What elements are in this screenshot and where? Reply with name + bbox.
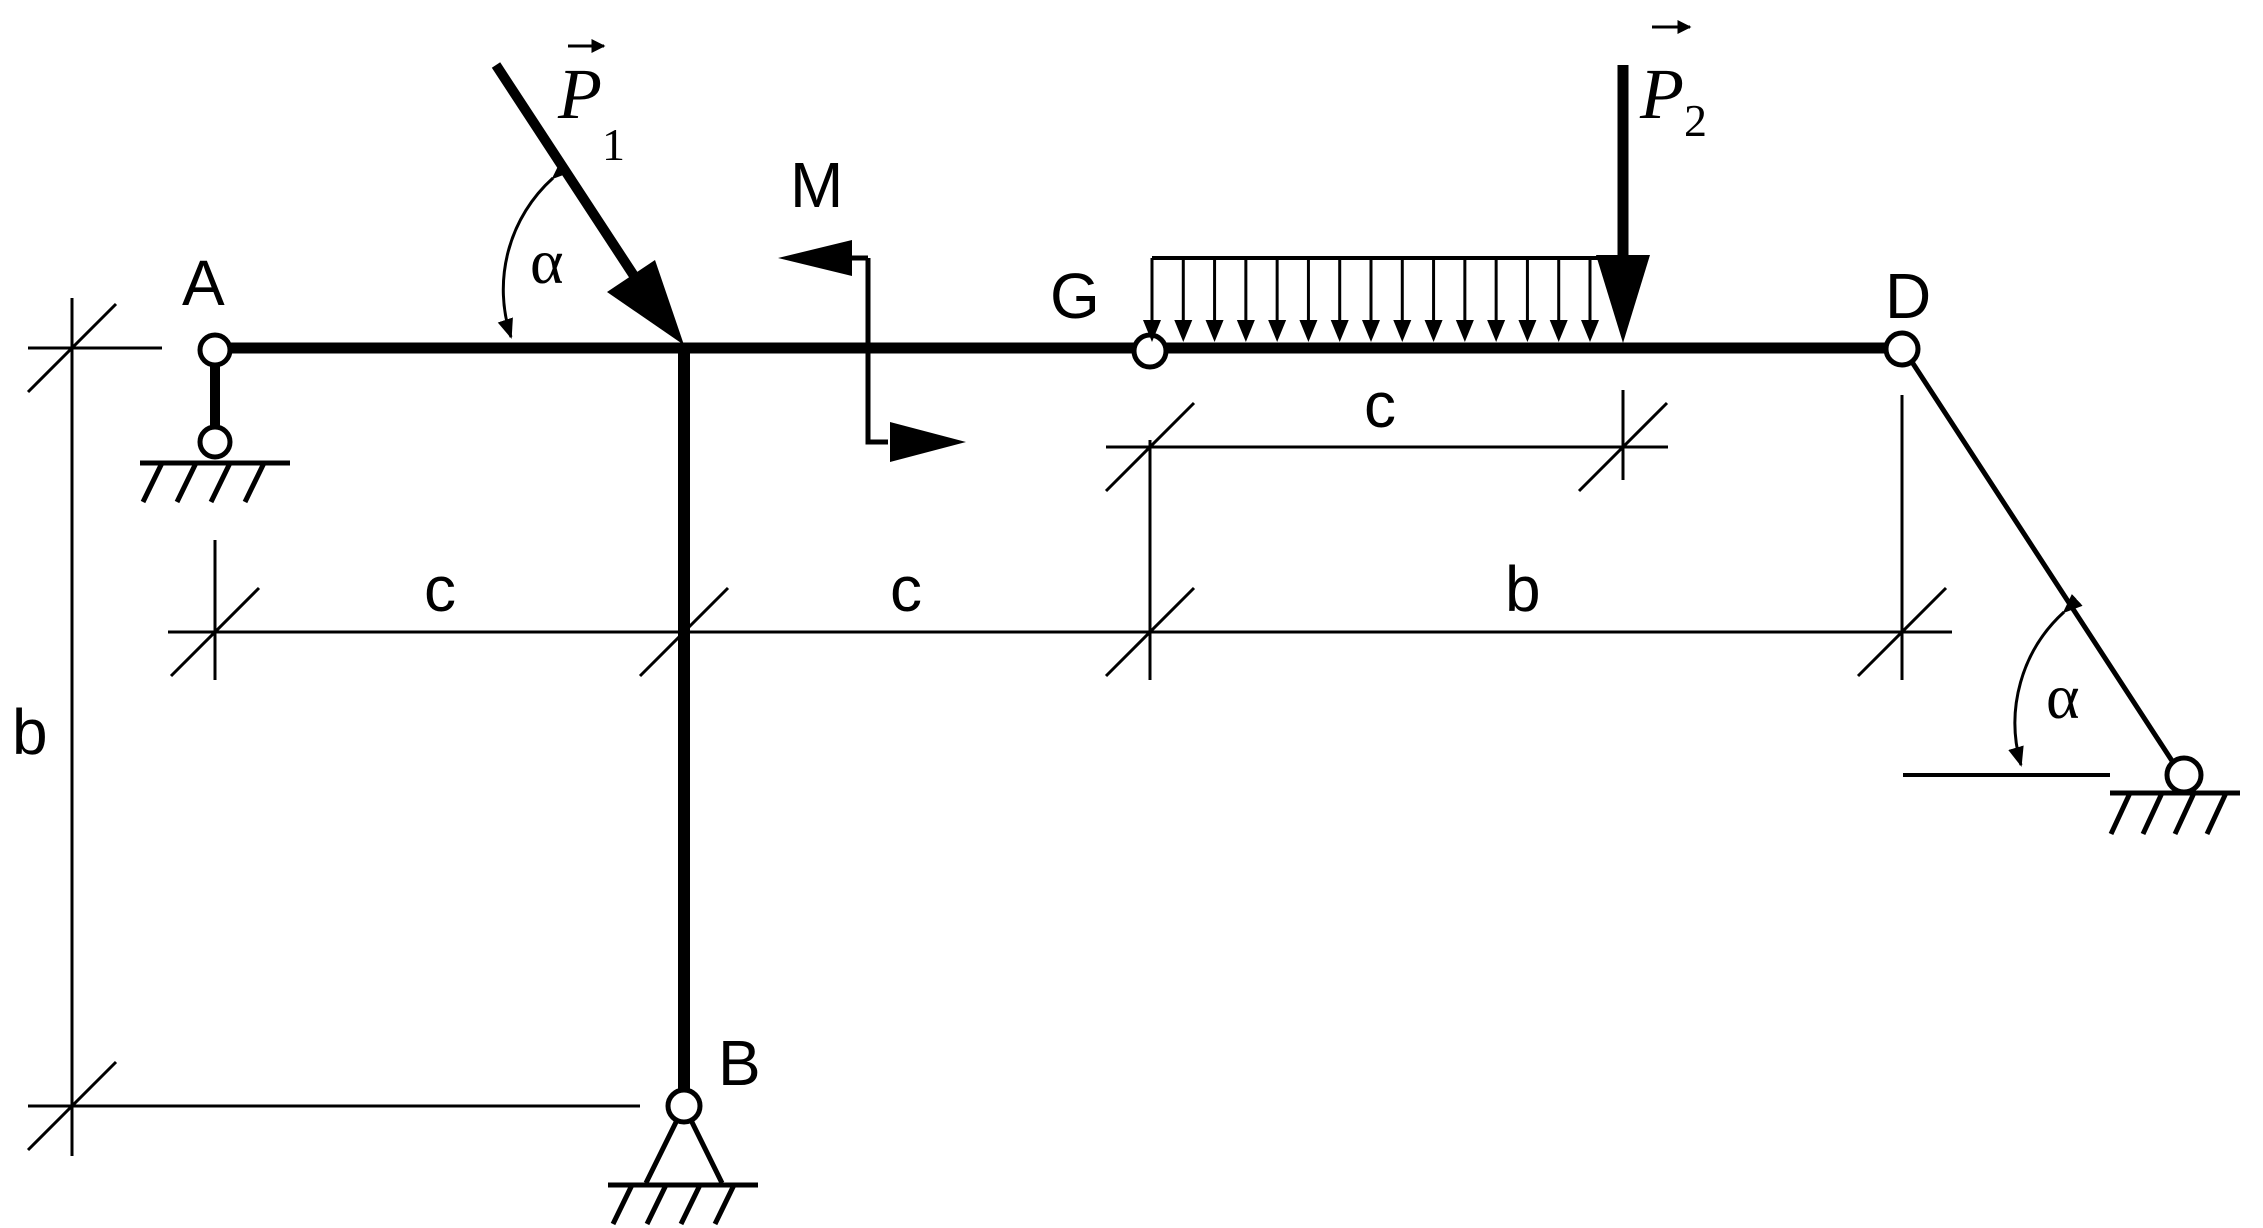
load-arrow-head (1299, 320, 1318, 342)
svg-text:2: 2 (1684, 95, 1707, 146)
label-P1: P 1 (557, 39, 625, 170)
load-arrow-head (1549, 320, 1568, 342)
support-strut (2108, 755, 2240, 836)
dim-label-c-left: c (424, 553, 456, 625)
hinge-A-bottom (197, 424, 233, 460)
force-P1-arrowhead (607, 260, 684, 345)
load-arrow-head (1143, 320, 1161, 342)
load-arrow-head (1205, 320, 1224, 342)
dimension-lines (26, 298, 1952, 1156)
svg-text:1: 1 (602, 119, 625, 170)
dim-label-c-top: c (1364, 369, 1396, 441)
hinge-G (1131, 332, 1169, 370)
load-arrow-head (1424, 320, 1443, 342)
support-B (608, 1087, 758, 1226)
label-G: G (1050, 260, 1100, 332)
load-arrow-head (1362, 320, 1380, 342)
load-arrow-head (1268, 320, 1287, 342)
load-arrow-head (1174, 320, 1193, 342)
load-arrow-head (1518, 320, 1537, 342)
hinge-strut-bottom (2164, 755, 2204, 795)
hinge-B (665, 1087, 703, 1125)
angle-alpha-P1 (497, 160, 572, 339)
distributed-load-arrows (1143, 258, 1599, 342)
dim-label-b-vertical: b (12, 696, 48, 768)
frame-structure (215, 342, 2181, 1106)
load-arrow-head (1330, 320, 1349, 342)
label-D: D (1885, 260, 1931, 332)
label-A: A (182, 247, 225, 319)
force-P2 (1596, 65, 1650, 343)
load-arrow-head (1487, 320, 1506, 342)
moment-M-arrow-top (778, 240, 852, 276)
svg-text:P: P (1639, 54, 1684, 134)
load-arrow-head (1236, 320, 1255, 342)
label-M: M (790, 149, 843, 221)
moment-M-arrow-bottom (890, 422, 966, 462)
support-A (140, 332, 290, 504)
dim-label-b-right: b (1505, 553, 1541, 625)
label-P2: P 2 (1639, 20, 1707, 146)
load-arrow-head (1581, 320, 1599, 342)
angle-alpha-strut (1903, 593, 2110, 777)
hinge-A-top (197, 332, 233, 368)
dim-label-c-mid: c (890, 553, 922, 625)
load-arrow-head (1393, 320, 1412, 342)
label-B: B (718, 1027, 761, 1099)
load-arrow-head (1455, 320, 1474, 342)
label-alpha-strut: α (2046, 661, 2080, 732)
moment-M (778, 240, 966, 462)
force-P2-arrowhead (1596, 255, 1650, 343)
hinge-D (1883, 330, 1921, 368)
label-alpha-P1: α (530, 226, 564, 297)
strut-D (1909, 360, 2181, 772)
svg-text:P: P (557, 54, 602, 134)
